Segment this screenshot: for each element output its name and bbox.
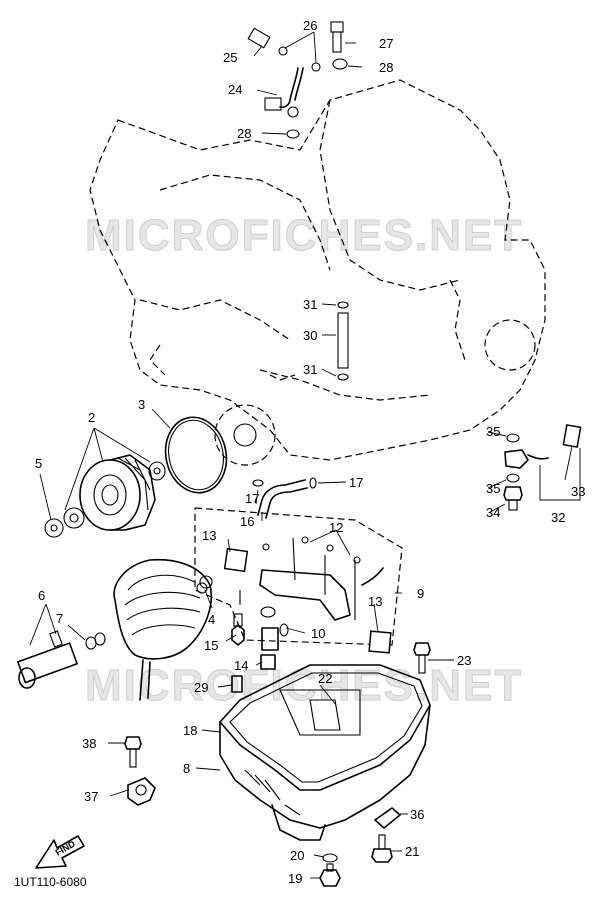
crankcase-outline bbox=[89, 79, 546, 466]
bolt-23 bbox=[413, 642, 431, 674]
callout-31-top: 31 bbox=[303, 297, 317, 312]
callout-17-left: 17 bbox=[245, 491, 259, 506]
union-bolt-6 bbox=[17, 630, 106, 689]
switch-assembly bbox=[503, 424, 582, 511]
callout-2: 2 bbox=[88, 410, 95, 425]
oil-pan bbox=[219, 664, 431, 841]
oil-pipe-assembly bbox=[247, 21, 348, 139]
callout-18: 18 bbox=[183, 723, 197, 738]
strainer-assembly bbox=[194, 507, 403, 654]
callout-3: 3 bbox=[138, 397, 145, 412]
plate-36 bbox=[374, 807, 401, 829]
callout-14: 14 bbox=[234, 658, 248, 673]
callout-26: 26 bbox=[303, 18, 317, 33]
callout-31-bottom: 31 bbox=[303, 362, 317, 377]
bracket-37 bbox=[124, 736, 156, 806]
find-label: FIND bbox=[54, 838, 78, 857]
callout-37: 37 bbox=[84, 789, 98, 804]
callout-5: 5 bbox=[35, 456, 42, 471]
callout-17-right: 17 bbox=[349, 475, 363, 490]
callout-35-top: 35 bbox=[486, 424, 500, 439]
callout-7: 7 bbox=[56, 611, 63, 626]
callout-28: 28 bbox=[237, 126, 251, 141]
callout-16: 16 bbox=[240, 514, 254, 529]
callout-21: 21 bbox=[405, 844, 419, 859]
callout-33: 33 bbox=[571, 484, 585, 499]
bolt-21 bbox=[371, 834, 393, 863]
callout-32: 32 bbox=[551, 510, 565, 525]
figure-code: 1UT110-6080 bbox=[14, 875, 87, 889]
callout-36: 36 bbox=[410, 807, 424, 822]
callout-4: 4 bbox=[208, 612, 215, 627]
callout-23: 23 bbox=[457, 653, 471, 668]
callout-22: 22 bbox=[318, 671, 332, 686]
pipe-30 bbox=[337, 301, 349, 381]
callout-6: 6 bbox=[38, 588, 45, 603]
callout-34: 34 bbox=[486, 505, 500, 520]
callout-28-top: 28 bbox=[379, 60, 393, 75]
callout-10: 10 bbox=[311, 626, 325, 641]
oil-filter-cover bbox=[113, 558, 213, 701]
callout-30: 30 bbox=[303, 328, 317, 343]
drain-bolt bbox=[319, 853, 341, 887]
find-arrow: FIND bbox=[35, 835, 85, 869]
callout-20: 20 bbox=[290, 848, 304, 863]
callout-19: 19 bbox=[288, 871, 302, 886]
callout-27: 27 bbox=[379, 36, 393, 51]
leader-lines bbox=[29, 31, 573, 879]
callout-8: 8 bbox=[183, 761, 190, 776]
oil-filter-element bbox=[44, 454, 166, 538]
callout-12: 12 bbox=[329, 520, 343, 535]
callout-13-left: 13 bbox=[202, 528, 216, 543]
callout-24: 24 bbox=[228, 82, 242, 97]
callout-38: 38 bbox=[82, 736, 96, 751]
callout-35-bottom: 35 bbox=[486, 481, 500, 496]
callout-15: 15 bbox=[204, 638, 218, 653]
hose-16 bbox=[252, 477, 317, 519]
gasket-3 bbox=[164, 416, 228, 494]
callout-29: 29 bbox=[194, 680, 208, 695]
callout-9: 9 bbox=[417, 586, 424, 601]
watermark-top: MICROFICHES.NET bbox=[85, 211, 523, 260]
callout-13-right: 13 bbox=[368, 594, 382, 609]
callout-labels: 25 26 27 28 24 28 31 30 31 3 2 5 35 35 3… bbox=[35, 18, 585, 886]
callout-25: 25 bbox=[223, 50, 237, 65]
